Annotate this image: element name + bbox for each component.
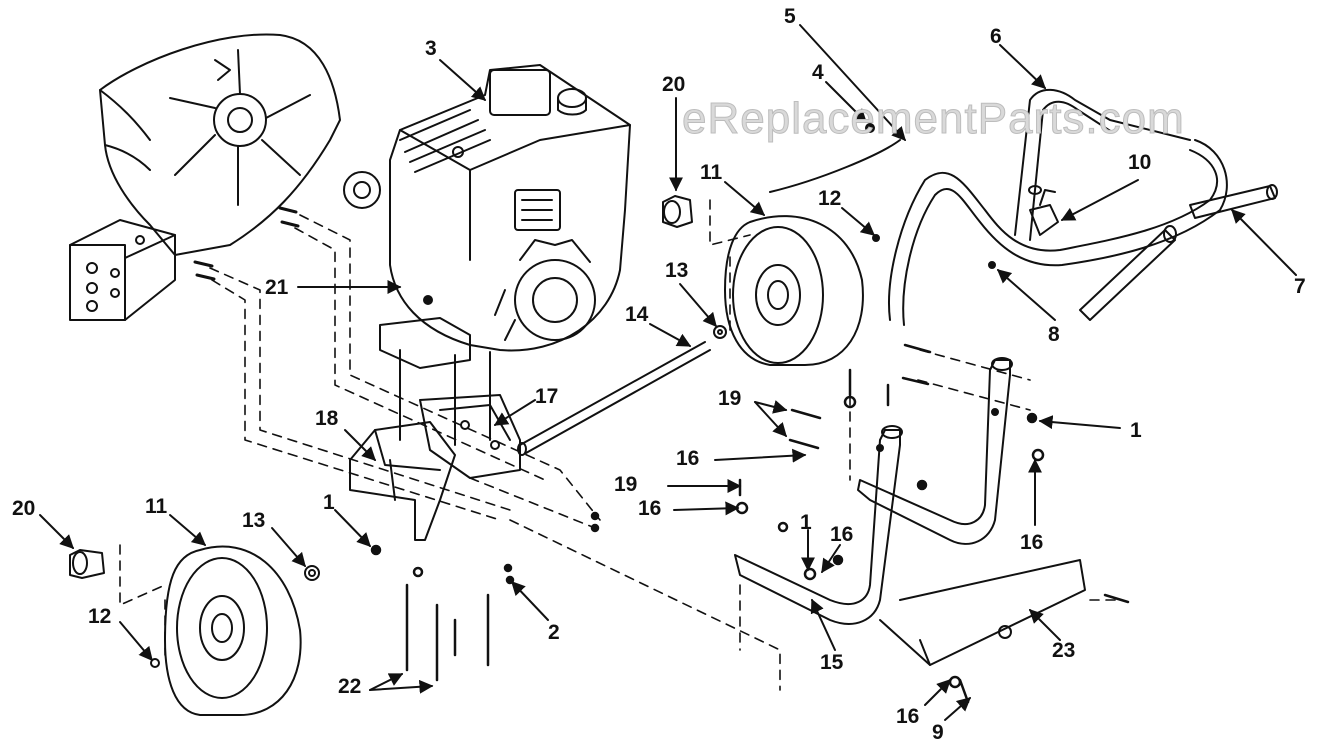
callout-19: 19: [614, 473, 638, 496]
wheel-left: [69, 545, 320, 716]
callout-20: 20: [662, 73, 686, 96]
handle-assembly: [769, 88, 1278, 326]
callout-13: 13: [242, 509, 266, 532]
callout-20: 20: [12, 497, 36, 520]
callout-11: 11: [145, 495, 168, 518]
callout-1: 1: [800, 511, 812, 534]
callout-12: 12: [88, 605, 112, 628]
callout-18: 18: [315, 407, 339, 430]
callout-15: 15: [820, 651, 844, 674]
callout-16: 16: [638, 497, 662, 520]
frame: [734, 357, 1086, 666]
assembly-lines: [119, 199, 1121, 691]
mount-hardware: [370, 511, 600, 682]
callout-21: 21: [265, 276, 289, 299]
callout-17: 17: [535, 385, 559, 408]
bracket-18: [349, 421, 456, 541]
callout-16: 16: [1020, 531, 1044, 554]
callout-5: 5: [784, 5, 796, 28]
callout-3: 3: [425, 37, 437, 60]
callout-9: 9: [932, 721, 944, 744]
watermark-text: eReplacementParts.com: [682, 94, 1185, 144]
callout-11: 11: [700, 161, 723, 184]
callout-4: 4: [812, 61, 824, 84]
axle: [517, 341, 711, 456]
callout-16: 16: [676, 447, 700, 470]
callout-23: 23: [1052, 639, 1076, 662]
callout-16: 16: [830, 523, 854, 546]
engine: [343, 64, 631, 352]
callout-1: 1: [1130, 419, 1142, 442]
callout-14: 14: [625, 303, 649, 326]
callout-8: 8: [1048, 323, 1060, 346]
callout-12: 12: [818, 187, 842, 210]
engine-mount: [379, 317, 521, 479]
callout-leaders: [39, 24, 1297, 721]
callout-19: 19: [718, 387, 742, 410]
callout-13: 13: [665, 259, 689, 282]
callout-22: 22: [338, 675, 362, 698]
callout-6: 6: [990, 25, 1002, 48]
callout-10: 10: [1128, 151, 1152, 174]
callout-7: 7: [1294, 275, 1306, 298]
housing-bolts: [193, 206, 300, 281]
wheel-right: [662, 195, 880, 366]
callout-2: 2: [548, 621, 560, 644]
blower-housing: [69, 33, 341, 321]
callout-1: 1: [323, 491, 335, 514]
callout-16: 16: [896, 705, 920, 728]
